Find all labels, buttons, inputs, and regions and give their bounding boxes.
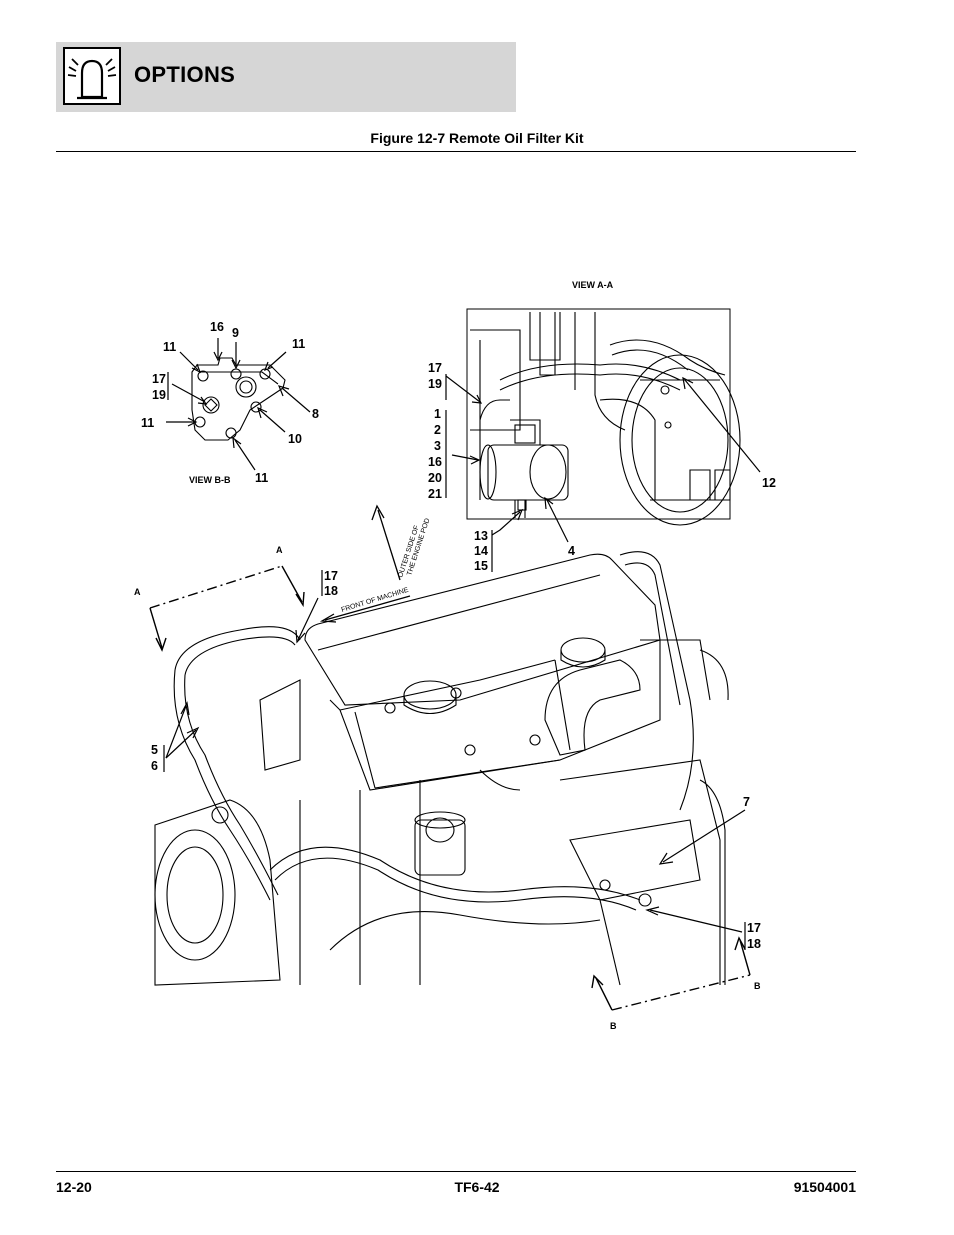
- callout-aa-12: 12: [762, 476, 776, 490]
- callout-main-17-top: 17: [324, 569, 338, 583]
- view-aa-label: VIEW A-A: [572, 280, 614, 290]
- callout-bb-11-left: 11: [141, 416, 154, 430]
- callout-aa-14: 14: [474, 544, 488, 558]
- view-aa-leaders: [445, 374, 761, 572]
- section-bb-cutline: [591, 936, 751, 1011]
- callout-main-18-top: 18: [324, 584, 338, 598]
- callout-bb-11-bottom: 11: [255, 471, 268, 485]
- section-b-left-letter: B: [610, 1021, 617, 1031]
- callout-aa-3: 3: [434, 439, 441, 453]
- direction-arrows: [319, 504, 411, 623]
- document-number: 91504001: [793, 1179, 856, 1195]
- callout-aa-4: 4: [568, 544, 575, 558]
- callout-aa-2: 2: [434, 423, 441, 437]
- callout-bb-9: 9: [232, 326, 239, 340]
- callout-aa-16: 16: [428, 455, 442, 469]
- main-engine-drawing: [154, 551, 729, 986]
- model-number: TF6-42: [454, 1179, 500, 1195]
- header-divider: [56, 151, 856, 152]
- callout-bb-17: 17: [152, 372, 166, 386]
- callout-aa-20: 20: [428, 471, 442, 485]
- section-a-left-letter: A: [134, 587, 141, 597]
- callout-aa-13: 13: [474, 529, 488, 543]
- page-number: 12-20: [56, 1179, 92, 1195]
- view-bb-label: VIEW B-B: [189, 475, 231, 485]
- section-aa-cutline: [149, 565, 305, 652]
- callout-main-6: 6: [151, 759, 158, 773]
- callout-bb-16: 16: [210, 320, 224, 334]
- section-title: OPTIONS: [134, 62, 236, 87]
- callout-bb-11-top-left: 11: [163, 340, 176, 354]
- figure-title: Figure 12-7 Remote Oil Filter Kit: [370, 130, 584, 146]
- callout-aa-19: 19: [428, 377, 442, 391]
- callout-bb-19: 19: [152, 388, 166, 402]
- callout-main-18-bottom: 18: [747, 937, 761, 951]
- callout-bb-8: 8: [312, 407, 319, 421]
- view-bb-leaders: [166, 338, 311, 471]
- callout-bb-10: 10: [288, 432, 302, 446]
- callout-bb-11-top-right: 11: [292, 337, 305, 351]
- callout-main-5: 5: [151, 743, 158, 757]
- callout-aa-1: 1: [434, 407, 441, 421]
- view-bb-bracket-drawing: [191, 357, 286, 441]
- section-b-right-letter: B: [754, 981, 761, 991]
- view-aa-detail-drawing: [466, 308, 741, 526]
- beacon-light-icon: [63, 47, 121, 105]
- callout-aa-17: 17: [428, 361, 442, 375]
- main-leaders: [163, 570, 746, 950]
- callout-main-17-bottom: 17: [747, 921, 761, 935]
- callout-aa-21: 21: [428, 487, 442, 501]
- section-header-band: [56, 42, 516, 112]
- section-a-right-letter: A: [276, 545, 283, 555]
- callout-main-7: 7: [743, 795, 750, 809]
- footer-divider: [56, 1171, 856, 1172]
- callout-aa-15: 15: [474, 559, 488, 573]
